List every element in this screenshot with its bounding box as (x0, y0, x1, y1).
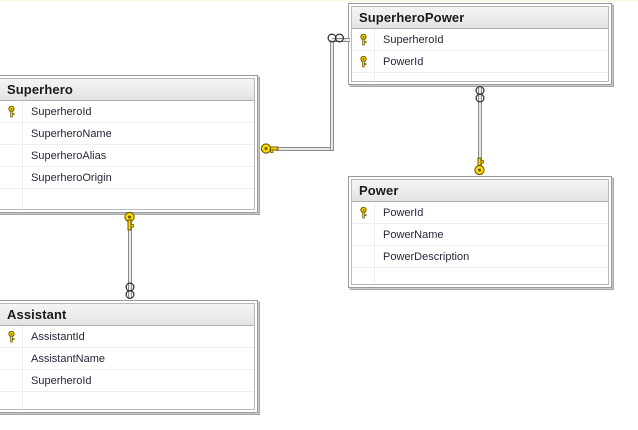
no-key-cell (352, 224, 375, 245)
no-key-cell (0, 145, 23, 166)
table-row[interactable]: SuperheroId (0, 101, 254, 123)
table-superhero-columns: SuperheroId SuperheroName SuperheroAlias… (0, 101, 254, 209)
relationship-key-marker-one-side (472, 157, 487, 177)
no-key-cell (0, 123, 23, 144)
primary-key-icon (352, 51, 375, 72)
table-assistant-columns: AssistantId AssistantName SuperheroId (0, 326, 254, 409)
table-row[interactable]: PowerId (352, 202, 608, 224)
table-assistant-header: Assistant (0, 304, 254, 326)
table-row[interactable]: SuperheroId (352, 29, 608, 51)
column-name: SuperheroOrigin (31, 171, 112, 184)
table-row[interactable]: SuperheroName (0, 123, 254, 145)
table-superheropower-header: SuperheroPower (352, 7, 608, 29)
table-assistant[interactable]: Assistant AssistantId (0, 300, 258, 413)
column-name: PowerId (383, 206, 424, 219)
column-name: AssistantName (31, 352, 105, 365)
table-superheropower-inner: SuperheroPower SuperheroId (351, 6, 609, 82)
no-key-cell (0, 348, 23, 369)
table-assistant-inner: Assistant AssistantId (0, 303, 255, 410)
table-power-title: Power (359, 183, 399, 198)
table-row-empty[interactable] (352, 73, 608, 81)
no-key-cell (0, 392, 23, 409)
table-row[interactable]: AssistantName (0, 348, 254, 370)
primary-key-icon (352, 202, 375, 223)
table-row[interactable]: PowerDescription (352, 246, 608, 268)
column-name: SuperheroAlias (31, 149, 107, 162)
table-row[interactable]: SuperheroId (0, 370, 254, 392)
no-key-cell (352, 246, 375, 267)
primary-key-icon (0, 326, 23, 347)
table-row-empty[interactable] (352, 268, 608, 284)
column-name: PowerName (383, 228, 444, 241)
table-superhero[interactable]: Superhero SuperheroId (0, 75, 258, 213)
no-key-cell (0, 189, 23, 209)
table-row-empty[interactable] (0, 392, 254, 409)
table-superhero-header: Superhero (0, 79, 254, 101)
connector-segment-vertical (478, 88, 482, 174)
table-superhero-title: Superhero (7, 82, 73, 97)
no-key-cell (352, 268, 375, 284)
table-power[interactable]: Power PowerId Powe (348, 176, 612, 288)
column-name: SuperheroId (383, 33, 444, 46)
no-key-cell (0, 167, 23, 188)
table-assistant-title: Assistant (7, 307, 67, 322)
table-superheropower[interactable]: SuperheroPower SuperheroId (348, 3, 612, 85)
no-key-cell (0, 370, 23, 391)
connector-segment-vertical (128, 216, 132, 298)
relationship-key-marker-one-side (259, 141, 279, 156)
canvas-top-strip (0, 0, 638, 2)
column-name: SuperheroId (31, 374, 92, 387)
table-superhero-inner: Superhero SuperheroId (0, 78, 255, 210)
primary-key-icon (0, 101, 23, 122)
relationship-infinity-marker-many-side (472, 85, 488, 107)
connector-segment-vertical (330, 40, 334, 150)
table-row[interactable]: SuperheroOrigin (0, 167, 254, 189)
relationship-infinity-marker-many-side (326, 30, 348, 46)
table-superheropower-columns: SuperheroId PowerId (352, 29, 608, 81)
table-power-inner: Power PowerId Powe (351, 179, 609, 285)
column-name: AssistantId (31, 330, 85, 343)
table-power-columns: PowerId PowerName PowerDescription (352, 202, 608, 284)
table-row[interactable]: PowerId (352, 51, 608, 73)
table-power-header: Power (352, 180, 608, 202)
table-superheropower-title: SuperheroPower (359, 10, 465, 25)
table-row[interactable]: PowerName (352, 224, 608, 246)
table-row[interactable]: SuperheroAlias (0, 145, 254, 167)
column-name: SuperheroName (31, 127, 112, 140)
table-row-empty[interactable] (0, 189, 254, 209)
table-row[interactable]: AssistantId (0, 326, 254, 348)
no-key-cell (352, 73, 375, 81)
connector-segment-horizontal (276, 147, 334, 151)
column-name: SuperheroId (31, 105, 92, 118)
primary-key-icon (352, 29, 375, 50)
column-name: PowerDescription (383, 250, 470, 263)
relationship-key-marker-one-side (122, 211, 137, 231)
column-name: PowerId (383, 55, 424, 68)
